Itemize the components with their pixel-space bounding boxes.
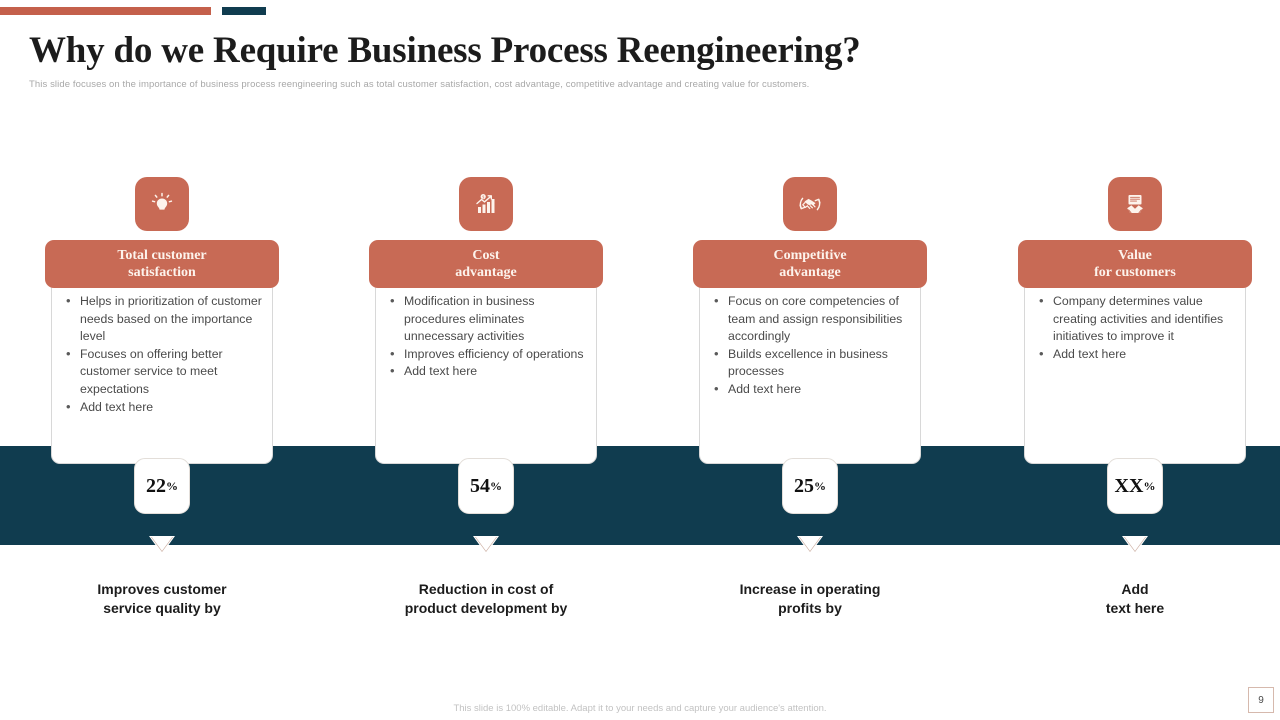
list-item: Focus on core competencies of team and a… (708, 292, 912, 346)
caption-line2: profits by (778, 600, 842, 616)
percentage-value: 22 (146, 474, 166, 497)
page-number: 9 (1248, 687, 1274, 713)
accent-bar-navy (222, 7, 266, 15)
card-title-line1: Value (1118, 248, 1152, 263)
page-subtitle: This slide focuses on the importance of … (29, 79, 810, 90)
page-title: Why do we Require Business Process Reeng… (29, 30, 861, 71)
handshake-cycle-icon (783, 177, 837, 231)
pointer-triangle-icon (797, 536, 823, 554)
card-title-line2: for customers (1094, 265, 1176, 280)
percentage-value: 54 (470, 474, 490, 497)
list-item: Modification in business procedures elim… (384, 292, 588, 346)
caption-line1: Add (1121, 581, 1149, 597)
bullet-list: Company determines value creating activi… (1033, 292, 1237, 364)
caption-2: Reduction in cost of product development… (336, 580, 636, 618)
percentage-badge-4: XX% (1107, 458, 1163, 514)
percentage-value: XX (1114, 474, 1144, 497)
caption-3: Increase in operating profits by (660, 580, 960, 618)
percentage-badge-2: 54% (458, 458, 514, 514)
caption-4: Add text here (985, 580, 1280, 618)
footer-note: This slide is 100% editable. Adapt it to… (453, 703, 827, 714)
caption-line1: Reduction in cost of (418, 581, 554, 597)
card-body-value-for-customers: Company determines value creating activi… (1024, 264, 1246, 464)
card-title-line1: Cost (472, 248, 500, 263)
svg-text:$: $ (482, 194, 484, 199)
caption-line2: service quality by (103, 600, 221, 616)
list-item: Builds excellence in business processes (708, 345, 912, 381)
percentage-value: 25 (794, 474, 814, 497)
pointer-triangle-icon (1122, 536, 1148, 554)
bullet-list: Focus on core competencies of team and a… (708, 292, 912, 399)
caption-1: Improves customer service quality by (12, 580, 312, 618)
document-hands-icon (1108, 177, 1162, 231)
list-item: Add text here (60, 398, 264, 417)
accent-bar-terracotta (0, 7, 211, 15)
card-header-value-for-customers: Value for customers (1018, 240, 1252, 288)
caption-line2: product development by (404, 600, 568, 616)
list-item: Add text here (708, 380, 912, 399)
lightbulb-icon (135, 177, 189, 231)
card-header-cost-advantage: Cost advantage (369, 240, 603, 288)
card-title-line2: advantage (455, 265, 517, 280)
caption-line1: Improves customer (97, 581, 227, 597)
bullet-list: Helps in prioritization of customer need… (60, 292, 264, 417)
percentage-badge-1: 22% (134, 458, 190, 514)
pointer-triangle-icon (473, 536, 499, 554)
list-item: Add text here (384, 362, 588, 381)
card-header-competitive-advantage: Competitive advantage (693, 240, 927, 288)
card-title-line1: Competitive (773, 248, 847, 263)
card-title-line2: advantage (779, 265, 841, 280)
list-item: Improves efficiency of operations (384, 345, 588, 364)
card-body-cost-advantage: Modification in business procedures elim… (375, 264, 597, 464)
list-item: Add text here (1033, 345, 1237, 364)
card-header-total-customer-satisfaction: Total customer satisfaction (45, 240, 279, 288)
list-item: Focuses on offering better customer serv… (60, 345, 264, 399)
card-body-total-customer-satisfaction: Helps in prioritization of customer need… (51, 264, 273, 464)
list-item: Company determines value creating activi… (1033, 292, 1237, 346)
caption-line2: text here (1105, 600, 1165, 616)
card-body-competitive-advantage: Focus on core competencies of team and a… (699, 264, 921, 464)
bullet-list: Modification in business procedures elim… (384, 292, 588, 381)
bar-chart-growth-icon: $ (459, 177, 513, 231)
caption-line1: Increase in operating (739, 581, 881, 597)
card-title-line2: satisfaction (128, 265, 196, 280)
pointer-triangle-icon (149, 536, 175, 554)
percentage-badge-3: 25% (782, 458, 838, 514)
list-item: Helps in prioritization of customer need… (60, 292, 264, 346)
card-title-line1: Total customer (117, 248, 207, 263)
